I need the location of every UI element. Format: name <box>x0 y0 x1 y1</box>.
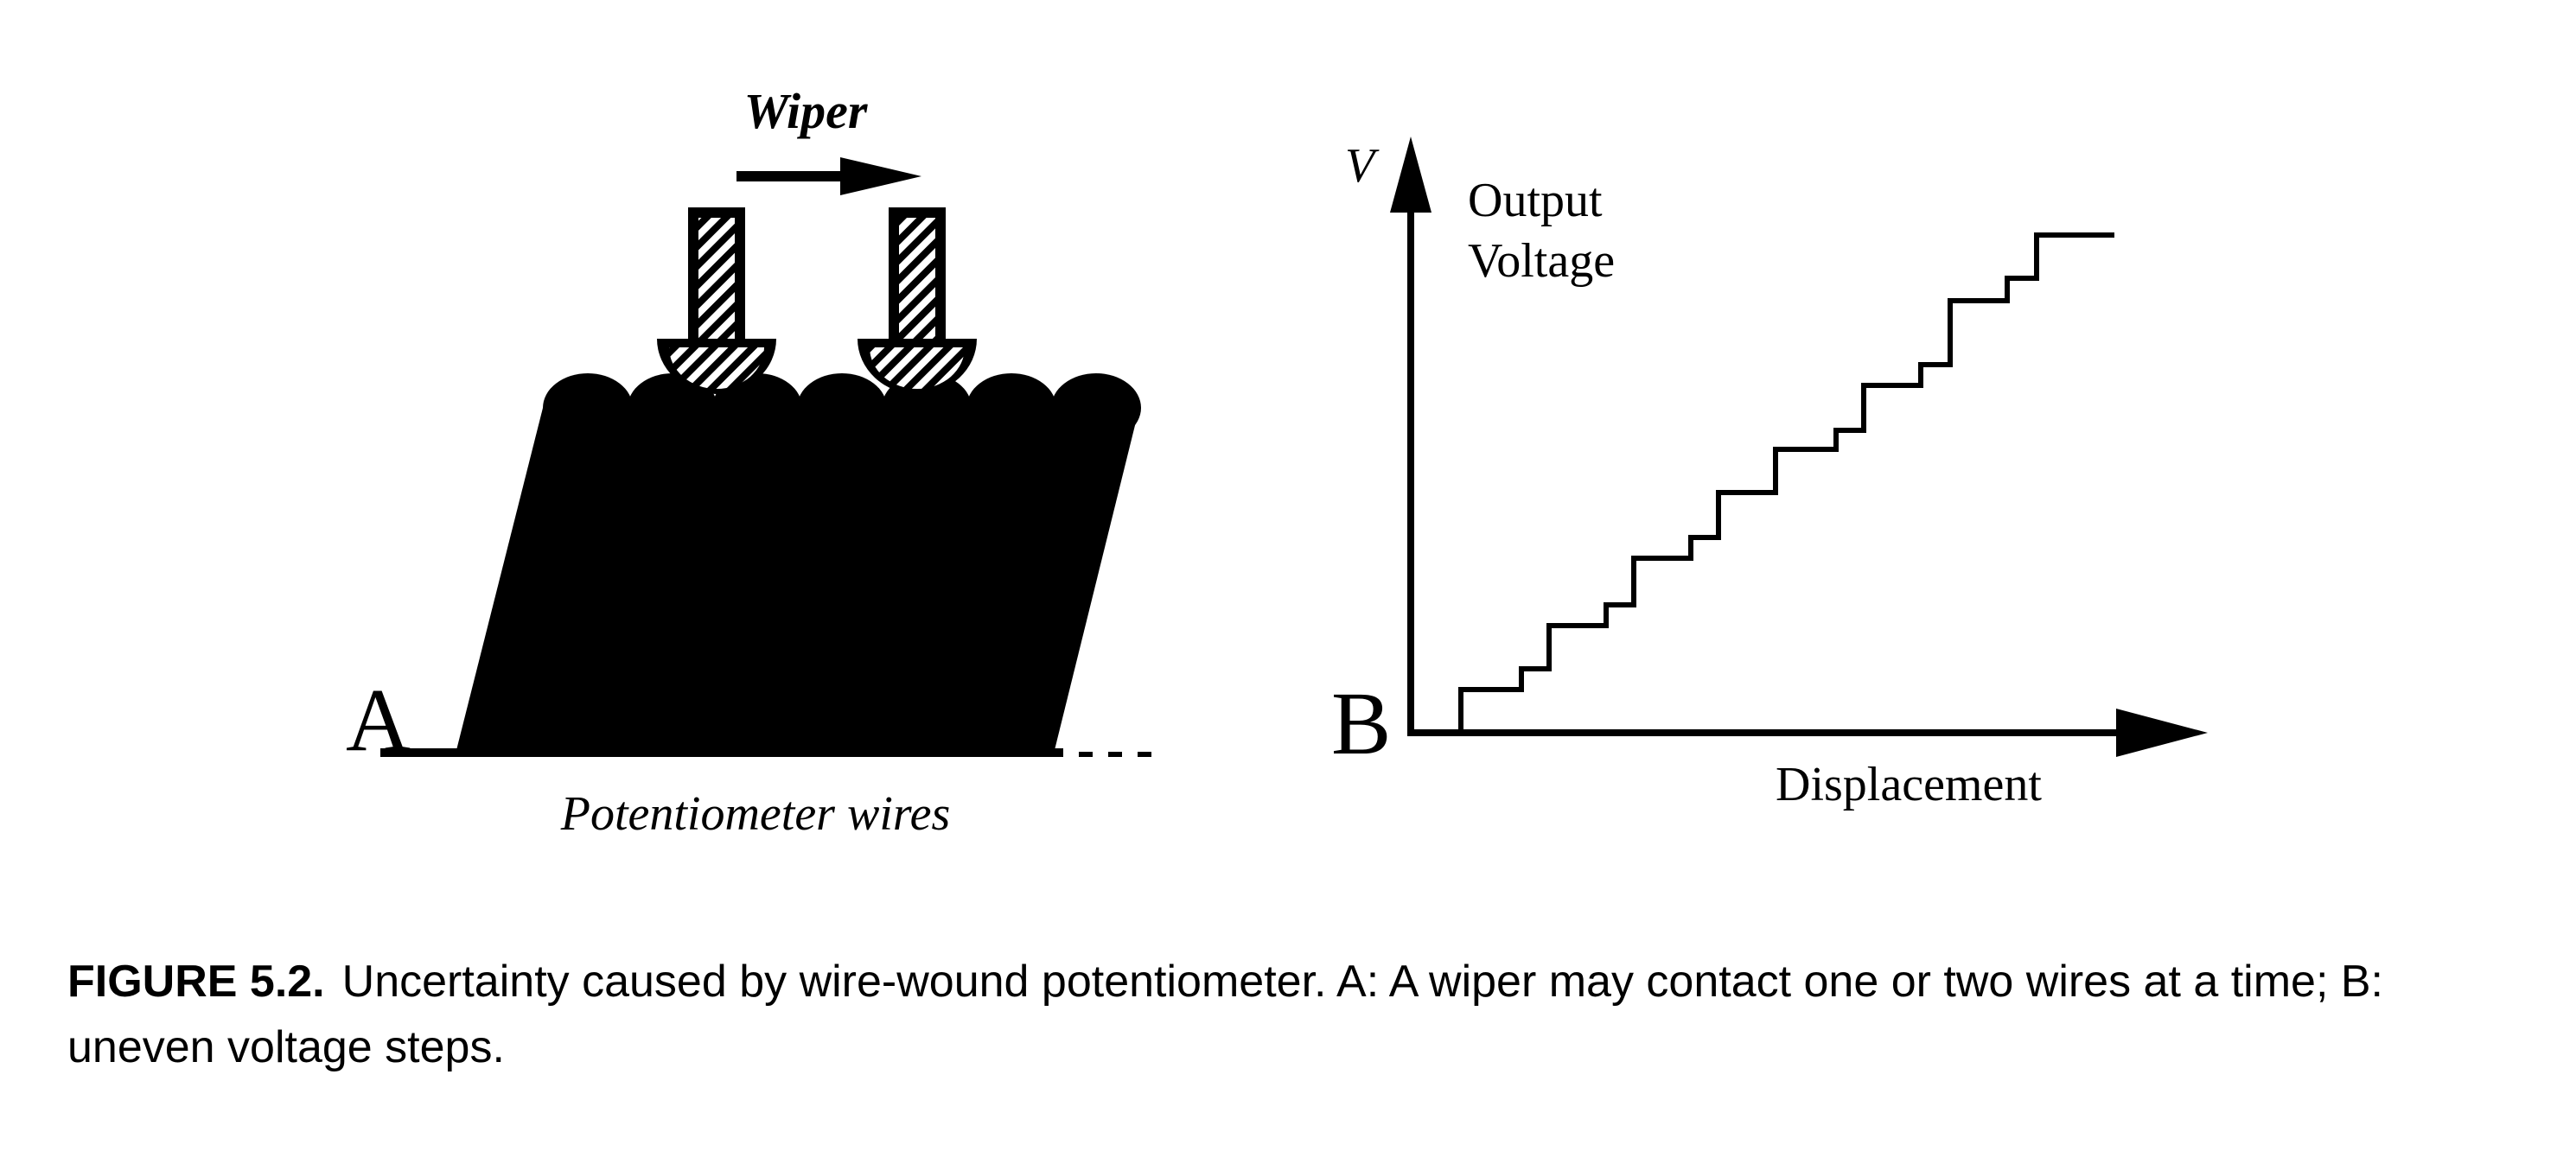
wiper-direction-arrow-icon <box>736 157 921 195</box>
panel-a-letter: A <box>346 671 411 770</box>
wiper-contact-right-icon <box>858 207 977 394</box>
wire-bundle <box>455 373 1141 757</box>
output-voltage-staircase <box>1458 232 2114 733</box>
wiper-label: Wiper <box>744 83 868 139</box>
x-axis <box>1407 709 2208 757</box>
y-axis-label-voltage: Voltage <box>1468 234 1615 288</box>
y-axis-label-output: Output <box>1468 174 1603 227</box>
panel-b: V Output Voltage Displacement B <box>1331 137 2208 811</box>
figure-number: FIGURE 5.2. <box>67 957 325 1007</box>
figure-caption: FIGURE 5.2.Uncertainty caused by wire-wo… <box>67 949 2522 1080</box>
v-axis-symbol: V <box>1345 139 1380 193</box>
panel-a: Wiper <box>346 83 1151 841</box>
y-axis <box>1390 137 1431 736</box>
potentiometer-wires-label: Potentiometer wires <box>560 787 951 841</box>
caption-text: Uncertainty caused by wire-wound potenti… <box>67 957 2383 1072</box>
panel-b-letter: B <box>1331 674 1391 773</box>
wiper-contact-left-icon <box>657 207 776 394</box>
x-axis-label-displacement: Displacement <box>1776 758 2042 811</box>
panel-a-baseline <box>380 748 1151 757</box>
